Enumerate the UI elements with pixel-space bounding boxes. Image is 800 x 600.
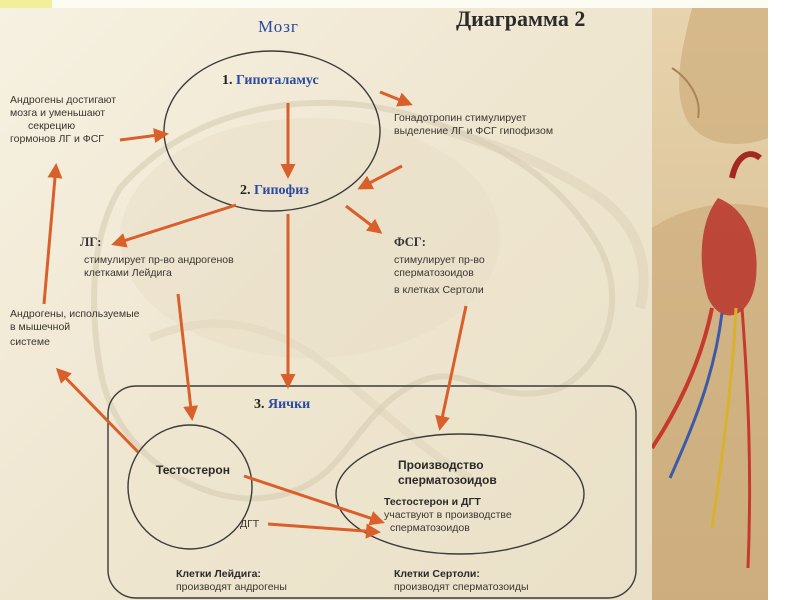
dht-label: ДГТ <box>240 518 260 530</box>
note-line: Клетки Лейдига: <box>176 568 261 580</box>
note-line: Андрогены достигают <box>10 94 117 106</box>
node-number: 2. <box>240 183 251 198</box>
arrow-testosterone-muscle <box>55 367 140 454</box>
note-line: сперматозоидов <box>398 473 497 487</box>
sperm-production-label: Производство сперматозоидов <box>398 458 497 488</box>
right-margin <box>768 0 800 600</box>
arrow-note-hypothalamus <box>119 128 169 143</box>
note-line: сперматозоидов <box>390 522 470 534</box>
note-line: выделение ЛГ и ФСГ гипофизом <box>394 125 554 137</box>
node-name: Гипофиз <box>254 183 309 198</box>
arrow-muscle-brain <box>42 163 63 305</box>
note-line: сперматозоидов <box>394 267 474 279</box>
arrow-lh-testosterone <box>176 293 199 421</box>
note-fsh: ФСГ: <box>394 236 426 249</box>
node-testes: 3. Яички <box>254 397 311 412</box>
lh-title: ЛГ: <box>80 235 102 249</box>
note-line: производят андрогены <box>176 581 287 593</box>
note-lh-text: стимулирует пр-во андрогенов клетками Ле… <box>84 254 274 280</box>
note-sertoli: Клетки Сертоли: производят сперматозоиды <box>394 568 574 594</box>
diagram-canvas: Диаграмма 2 Мозг 1. Гипоталамус 2. Гипоф… <box>0 8 768 600</box>
note-line: стимулирует пр-во андрогенов <box>84 254 234 266</box>
note-lh: ЛГ: <box>80 236 101 249</box>
note-line: Клетки Сертоли: <box>394 568 480 580</box>
anatomy-figure-icon <box>650 8 768 600</box>
arrow-pituitary-lh <box>111 203 237 248</box>
node-number: 1. <box>222 73 233 88</box>
diagram-title: Диаграмма 2 <box>456 8 586 31</box>
brain-label: Мозг <box>258 17 299 36</box>
arrow-to-gonadotropin <box>379 90 413 107</box>
note-line: секрецию <box>28 120 76 132</box>
note-line: производят сперматозоиды <box>394 581 529 593</box>
top-strip <box>52 0 800 8</box>
note-line: Гонадотропин стимулирует <box>394 112 527 124</box>
arrow-pituitary-fsh <box>345 204 383 234</box>
arrow-testosterone-sertoli <box>243 474 385 526</box>
note-line: в клетках Сертоли <box>394 284 484 296</box>
node-name: Гипоталамус <box>236 73 319 88</box>
anatomy-illustration <box>650 8 768 600</box>
node-pituitary: 2. Гипофиз <box>240 183 309 198</box>
note-line: в мышечной <box>10 321 71 333</box>
note-line: клетками Лейдига <box>84 267 172 279</box>
arrow-from-gonadotropin <box>357 164 403 190</box>
note-androgens-muscle: Андрогены, используемые в мышечной систе… <box>10 308 180 349</box>
note-testosterone-dht: Тестостерон и ДГТ участвуют в производст… <box>384 496 564 535</box>
testes-frame <box>107 385 637 599</box>
leydig-ellipse <box>127 424 253 550</box>
note-line: мозга и уменьшают <box>10 107 106 119</box>
note-line: Тестостерон и ДГТ <box>384 496 481 508</box>
corner-accent <box>0 0 52 8</box>
note-line: Андрогены, используемые <box>10 308 140 320</box>
node-hypothalamus: 1. Гипоталамус <box>222 73 319 88</box>
note-line: системе <box>10 336 50 348</box>
note-line: стимулирует пр-во <box>394 254 485 266</box>
testosterone-label: Тестостерон <box>156 463 230 477</box>
note-fsh-text: стимулирует пр-во сперматозоидов в клетк… <box>394 254 534 297</box>
arrow-fsh-sperm <box>435 305 468 431</box>
background-figure-sketch <box>91 99 649 502</box>
node-name: Яички <box>268 397 311 412</box>
note-leydig: Клетки Лейдига: производят андрогены <box>176 568 336 594</box>
note-androgens-brain: Андрогены достигают мозга и уменьшают се… <box>10 94 150 146</box>
fsh-title: ФСГ: <box>394 235 426 249</box>
arrow-dht-sertoli <box>267 522 381 539</box>
note-line: гормонов ЛГ и ФСГ <box>10 133 104 145</box>
diagram-lines <box>42 50 637 599</box>
sertoli-ellipse <box>335 433 585 555</box>
note-gonadotropin: Гонадотропин стимулирует выделение ЛГ и … <box>394 112 594 138</box>
node-number: 3. <box>254 397 265 412</box>
note-line: участвуют в производстве <box>384 509 512 521</box>
note-line: Производство <box>398 458 484 472</box>
